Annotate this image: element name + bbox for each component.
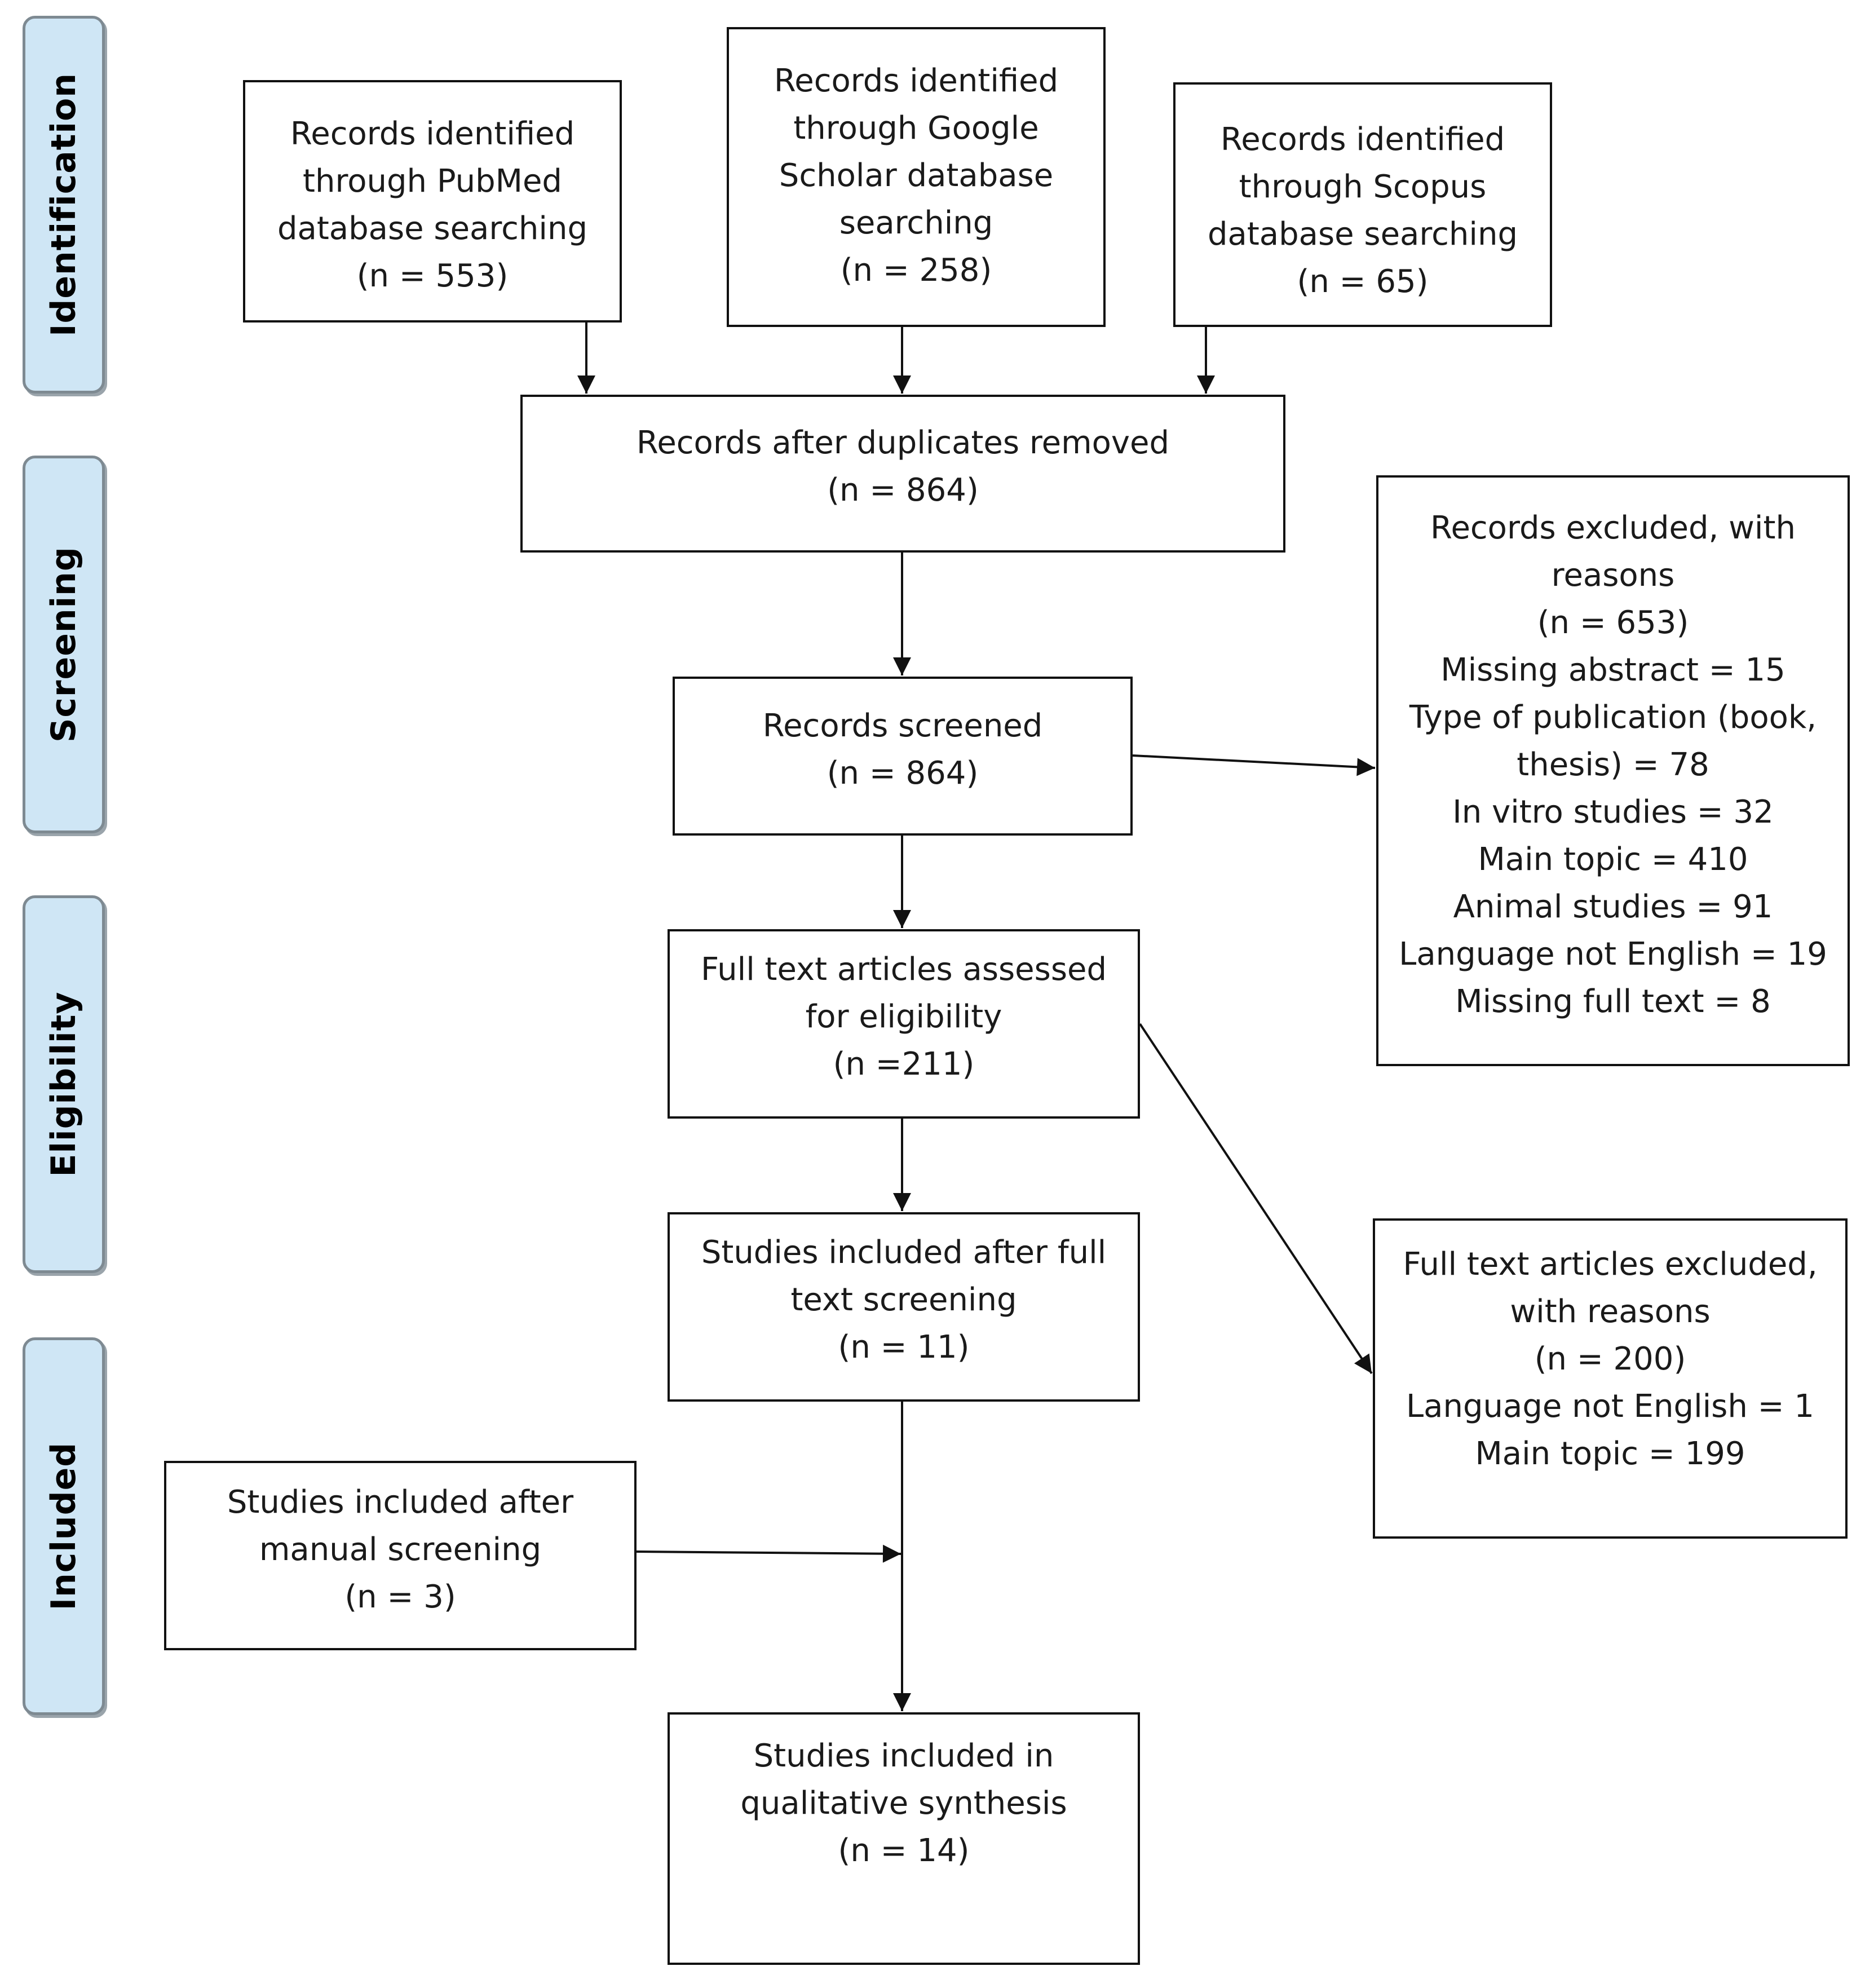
records-excluded-line: Type of publication (book,	[1409, 699, 1817, 736]
fulltext-assessed-box: Full text articles assessed for eligibili…	[668, 929, 1140, 1119]
arrow-manual-to-main-line	[636, 1544, 901, 1563]
records-excluded-line: (n = 653)	[1537, 604, 1689, 641]
phase-label-screening: Screening	[23, 456, 105, 833]
fulltext-assessed-line: for eligibility	[805, 999, 1002, 1035]
records-screened-line: (n = 864)	[827, 755, 979, 792]
fulltext-excluded-box: Full text articles excluded, with reasons…	[1373, 1218, 1848, 1539]
after-fulltext-screening-box: Studies included after full text screenin…	[668, 1212, 1140, 1402]
qualitative-synthesis-line: qualitative synthesis	[740, 1785, 1067, 1822]
fulltext-assessed-line: (n =211)	[833, 1046, 975, 1083]
manual-screening-line: (n = 3)	[344, 1579, 456, 1615]
records-excluded-line: Animal studies = 91	[1453, 889, 1773, 925]
google-scholar-records-line: searching	[839, 205, 993, 241]
manual-screening-line: manual screening	[259, 1531, 542, 1568]
records-excluded-line: Main topic = 410	[1478, 841, 1748, 878]
records-excluded-line: Language not English = 19	[1399, 936, 1827, 973]
scopus-records-line: database searching	[1207, 216, 1518, 253]
google-scholar-records-line: Records identified	[774, 63, 1059, 99]
fulltext-excluded-line: Language not English = 1	[1406, 1388, 1815, 1425]
records-excluded-line: thesis) = 78	[1517, 746, 1709, 783]
phase-label-included: Included	[23, 1337, 105, 1715]
phase-label-identification: Identification	[23, 16, 105, 394]
records-excluded-box: Records excluded, with reasons (n = 653) Mi…	[1376, 475, 1850, 1066]
phase-label-eligibility: Eligibility	[23, 895, 105, 1273]
records-excluded-line: reasons	[1551, 557, 1675, 594]
duplicates-removed-box: Records after duplicates removed (n = 864…	[520, 395, 1285, 553]
fulltext-excluded-line: Main topic = 199	[1475, 1435, 1745, 1472]
qualitative-synthesis-box: Studies included in qualitative synthesis…	[668, 1712, 1140, 1965]
after-fulltext-screening-line: (n = 11)	[838, 1329, 970, 1366]
fulltext-excluded-line: Full text articles excluded,	[1403, 1246, 1818, 1283]
pubmed-records-box: Records identified through PubMed database…	[243, 80, 622, 323]
google-scholar-records-line: through Google	[793, 110, 1039, 147]
records-excluded-line: Records excluded, with	[1430, 510, 1796, 546]
arrow-screened-to-excluded	[1132, 754, 1376, 776]
fulltext-excluded-line: with reasons	[1510, 1293, 1711, 1330]
manual-screening-line: Studies included after	[227, 1484, 574, 1521]
scopus-records-line: (n = 65)	[1297, 263, 1429, 300]
pubmed-records-line: database searching	[277, 210, 588, 247]
records-screened-box: Records screened (n = 864)	[673, 677, 1133, 836]
qualitative-synthesis-line: (n = 14)	[838, 1832, 970, 1869]
scopus-records-line: Records identified	[1220, 121, 1505, 158]
records-excluded-line: Missing full text = 8	[1455, 983, 1771, 1020]
after-fulltext-screening-line: Studies included after full	[701, 1234, 1107, 1271]
manual-screening-box: Studies included after manual screening (n…	[164, 1461, 637, 1650]
pubmed-records-line: Records identified	[290, 116, 575, 152]
google-scholar-records-line: (n = 258)	[840, 252, 992, 289]
fulltext-excluded-line: (n = 200)	[1534, 1341, 1686, 1377]
qualitative-synthesis-line: Studies included in	[753, 1738, 1054, 1774]
records-excluded-line: Missing abstract = 15	[1440, 652, 1786, 688]
scopus-records-line: through Scopus	[1239, 169, 1487, 205]
records-screened-line: Records screened	[762, 708, 1043, 744]
arrow-assessed-to-fulltext-excluded	[1139, 1023, 1373, 1375]
duplicates-removed-line: Records after duplicates removed	[636, 425, 1170, 461]
after-fulltext-screening-line: text screening	[790, 1282, 1017, 1318]
duplicates-removed-line: (n = 864)	[827, 472, 979, 509]
pubmed-records-line: (n = 553)	[356, 258, 509, 294]
pubmed-records-line: through PubMed	[303, 163, 562, 200]
records-excluded-line: In vitro studies = 32	[1452, 794, 1774, 830]
google-scholar-records-line: Scholar database	[779, 157, 1054, 194]
scopus-records-box: Records identified through Scopus database…	[1173, 82, 1552, 327]
fulltext-assessed-line: Full text articles assessed	[701, 951, 1107, 988]
